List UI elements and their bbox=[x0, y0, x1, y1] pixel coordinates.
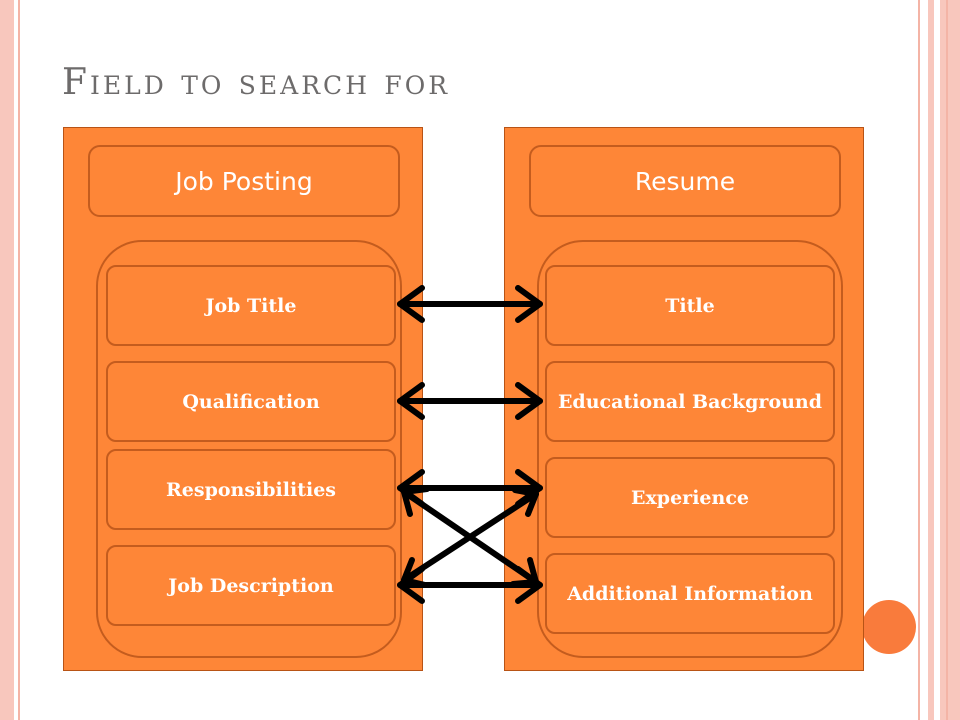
job-posting-field-job-description: Job Description bbox=[106, 545, 396, 626]
job-posting-field-group bbox=[96, 240, 402, 658]
resume-field-title: Title bbox=[545, 265, 835, 346]
accent-circle bbox=[862, 600, 916, 654]
arrow-qualification-to-educational-background bbox=[397, 382, 543, 420]
job-posting-field-responsibilities: Responsibilities bbox=[106, 449, 396, 530]
frame-right-band bbox=[928, 0, 934, 720]
job-posting-field-job-title: Job Title bbox=[106, 265, 396, 346]
job-posting-header: Job Posting bbox=[88, 145, 400, 217]
resume-header: Resume bbox=[529, 145, 841, 217]
slide-title: Field to search for bbox=[62, 62, 451, 103]
frame-right-band-outer bbox=[940, 0, 960, 720]
frame-left-band bbox=[0, 0, 14, 720]
resume-field-experience: Experience bbox=[545, 457, 835, 538]
arrow-job-title-to-title bbox=[397, 285, 543, 323]
frame-right-line-outer bbox=[946, 0, 948, 720]
resume-field-additional-information: Additional Information bbox=[545, 553, 835, 634]
arrow-job-description-to-experience bbox=[401, 487, 539, 588]
frame-right-line bbox=[918, 0, 920, 720]
frame-left-line bbox=[18, 0, 20, 720]
resume-field-group bbox=[537, 240, 843, 658]
resume-field-educational-background: Educational Background bbox=[545, 361, 835, 442]
job-posting-field-qualification: Qualification bbox=[106, 361, 396, 442]
resume-panel: Resume Title Educational Background Expe… bbox=[504, 127, 864, 671]
job-posting-panel: Job Posting Job Title Qualification Resp… bbox=[63, 127, 423, 671]
